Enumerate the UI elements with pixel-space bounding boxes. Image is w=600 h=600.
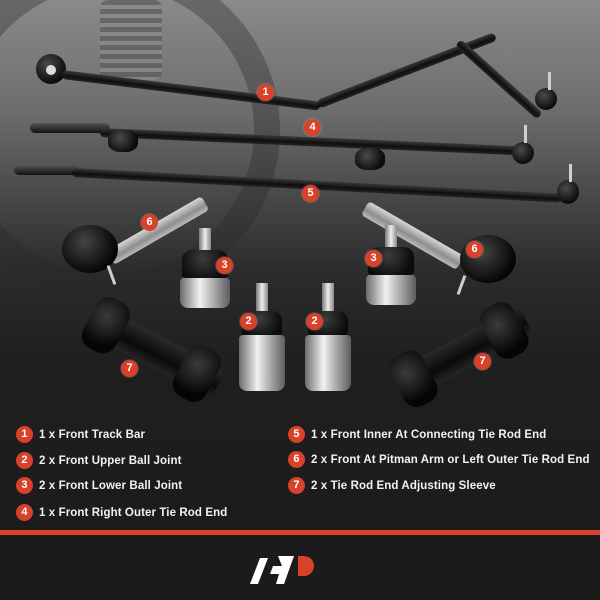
tie-rod-4-ball-end: [512, 142, 534, 164]
legend-number-badge: 3: [16, 477, 33, 494]
callout-badge: 6: [466, 241, 483, 258]
legend-text: 2 x Front Upper Ball Joint: [39, 454, 182, 467]
legend-number-badge: 4: [16, 504, 33, 521]
callout-badge: 7: [474, 353, 491, 370]
tie-rod-4-stud: [524, 125, 527, 143]
bj-stud: [322, 283, 334, 313]
lower-ball-joint-right: [364, 225, 418, 315]
bj-stud: [385, 225, 397, 249]
bj-stud: [256, 283, 268, 313]
callout-badge: 4: [304, 119, 321, 136]
legend-text: 1 x Front Track Bar: [39, 428, 146, 441]
bj-housing: [239, 335, 285, 391]
tie-rod-5-stud: [569, 164, 572, 182]
threaded-end: [14, 165, 79, 175]
legend-number-badge: 1: [16, 426, 33, 443]
upper-ball-joint-right: [304, 283, 352, 395]
legend-item: 4 1 x Front Right Outer Tie Rod End: [16, 504, 227, 521]
mount-plate: [108, 130, 138, 152]
tre-housing: [62, 225, 118, 273]
bj-stud: [199, 228, 211, 252]
legend-item: 7 2 x Tie Rod End Adjusting Sleeve: [288, 477, 496, 494]
tie-rod-5-ball-end: [557, 180, 579, 204]
brand-logo-icon: [250, 556, 314, 584]
legend-text: 2 x Front At Pitman Arm or Left Outer Ti…: [311, 453, 590, 466]
parts-legend: 1 1 x Front Track Bar 2 2 x Front Upper …: [0, 420, 600, 530]
legend-number-badge: 5: [288, 426, 305, 443]
callout-badge: 1: [257, 84, 274, 101]
bushing-hole: [46, 65, 56, 75]
legend-number-badge: 7: [288, 477, 305, 494]
callout-badge: 3: [216, 257, 233, 274]
legend-text: 2 x Front Lower Ball Joint: [39, 479, 183, 492]
track-bar-rod-bend: [316, 32, 497, 109]
bj-housing: [366, 275, 416, 305]
legend-item: 5 1 x Front Inner At Connecting Tie Rod …: [288, 426, 546, 443]
legend-text: 1 x Front Right Outer Tie Rod End: [39, 506, 228, 519]
bj-housing: [180, 278, 230, 308]
legend-item: 2 2 x Front Upper Ball Joint: [16, 452, 182, 469]
background-coil-spring: [100, 0, 162, 80]
callout-badge: 7: [121, 360, 138, 377]
track-bar-stud: [548, 72, 551, 90]
upper-ball-joint-left: [238, 283, 286, 395]
track-bar-rod-end: [454, 39, 543, 120]
legend-item: 1 1 x Front Track Bar: [16, 426, 145, 443]
callout-badge: 6: [141, 214, 158, 231]
threaded-end: [30, 123, 110, 133]
tre-stud: [456, 275, 467, 295]
callout-badge: 3: [365, 250, 382, 267]
legend-item: 3 2 x Front Lower Ball Joint: [16, 477, 182, 494]
callout-badge: 5: [302, 185, 319, 202]
accent-divider: [0, 530, 600, 535]
callout-badge: 2: [240, 313, 257, 330]
legend-number-badge: 6: [288, 451, 305, 468]
mount-plate: [355, 148, 385, 170]
legend-number-badge: 2: [16, 452, 33, 469]
legend-text: 2 x Tie Rod End Adjusting Sleeve: [311, 479, 496, 492]
legend-item: 6 2 x Front At Pitman Arm or Left Outer …: [288, 451, 590, 468]
callout-badge: 2: [306, 313, 323, 330]
legend-text: 1 x Front Inner At Connecting Tie Rod En…: [311, 428, 547, 441]
bj-housing: [305, 335, 351, 391]
track-bar-ball-end: [535, 88, 557, 110]
